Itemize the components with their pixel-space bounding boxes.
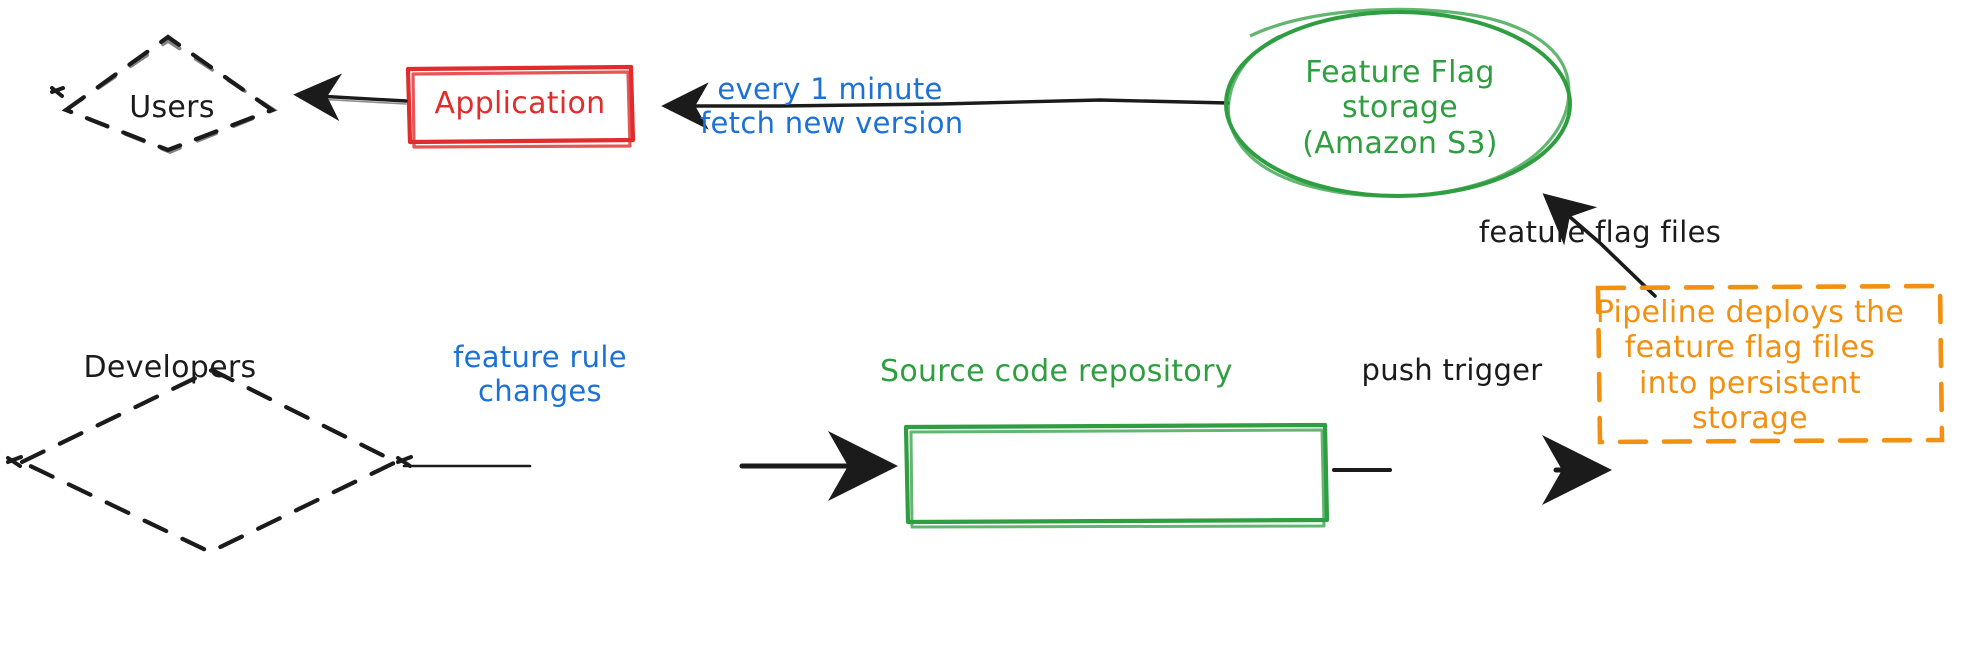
node-feature-flag-storage-shape[interactable] xyxy=(1224,7,1572,198)
node-developers-shape[interactable] xyxy=(6,367,413,555)
edge-pipeline-to-storage xyxy=(1542,193,1657,298)
node-pipeline-shape[interactable] xyxy=(1595,283,1945,445)
edge-storage-to-application xyxy=(661,82,1230,130)
edge-application-to-users xyxy=(293,73,408,122)
node-users-shape[interactable] xyxy=(50,34,278,154)
node-source-code-repository-shape[interactable] xyxy=(903,422,1330,529)
node-application-shape[interactable] xyxy=(405,64,636,149)
